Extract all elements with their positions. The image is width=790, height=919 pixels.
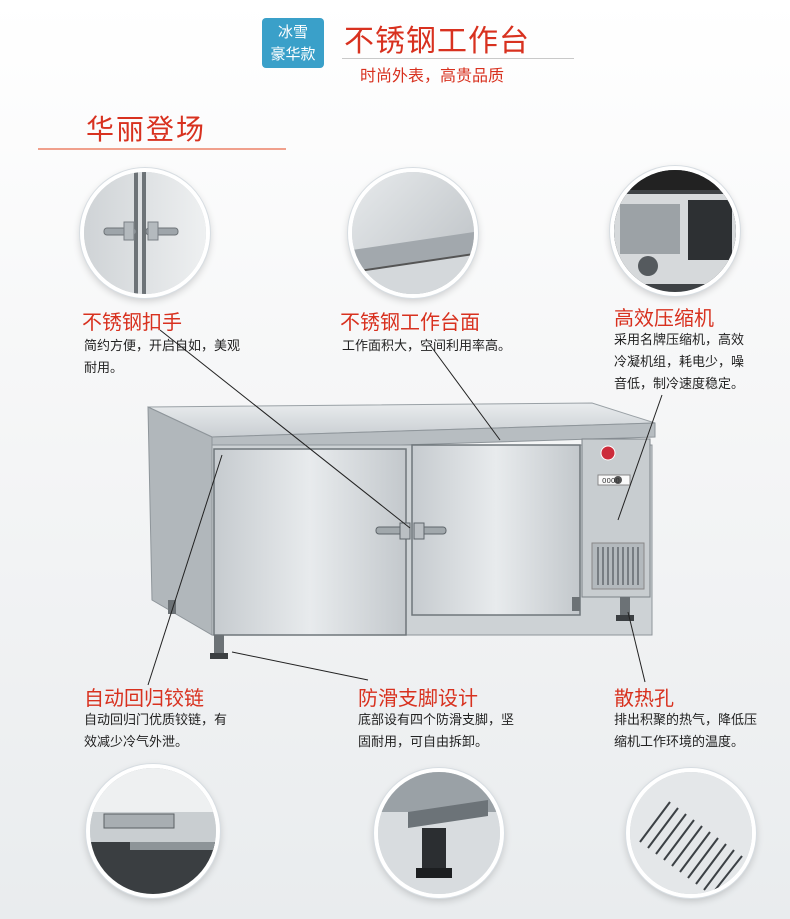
section-divider <box>38 148 286 150</box>
handle-desc-line: 简约方便，开启自如，美观 <box>84 339 241 354</box>
worktop-title: 不锈钢工作台面 <box>340 310 480 334</box>
vent-desc-line: 缩机工作环境的温度。 <box>614 735 745 750</box>
badge-line-2: 豪华款 <box>270 45 316 63</box>
compressor-title: 高效压缩机 <box>614 306 714 330</box>
handle-title: 不锈钢扣手 <box>82 310 182 334</box>
edition-badge: 冰雪 豪华款 <box>262 18 324 68</box>
vent-title: 散热孔 <box>614 686 674 710</box>
worktop-desc-line: 工作面积大，空间利用率高。 <box>342 339 512 354</box>
vent-description: 排出积聚的热气，降低压 缩机工作环境的温度。 <box>614 710 757 754</box>
section-title: 华丽登场 <box>86 113 207 146</box>
handle-description: 简约方便，开启自如，美观 耐用。 <box>84 336 240 380</box>
worktable-illustration <box>147 402 656 659</box>
handle-detail-photo <box>80 168 210 298</box>
hinge-title: 自动回归铰链 <box>84 686 204 710</box>
compressor-desc-line: 音低，制冷速度稳定。 <box>614 377 745 392</box>
feet-description: 底部设有四个防滑支脚，坚 固耐用，可自由拆卸。 <box>358 710 514 754</box>
page-subtitle: 时尚外表，高贵品质 <box>360 66 505 85</box>
hinge-desc-line: 效减少冷气外泄。 <box>84 735 189 750</box>
compressor-description: 采用名牌压缩机，高效 冷凝机组，耗电少，噪 音低，制冷速度稳定。 <box>614 330 744 396</box>
compressor-desc-line: 冷凝机组，耗电少，噪 <box>614 355 745 370</box>
control-panel-label: 0000 <box>602 477 620 485</box>
compressor-detail-photo <box>610 166 740 296</box>
worktop-description: 工作面积大，空间利用率高。 <box>342 336 511 358</box>
title-divider <box>342 58 574 59</box>
feet-detail-photo <box>374 768 504 898</box>
hinge-detail-photo <box>86 764 220 898</box>
feet-desc-line: 固耐用，可自由拆卸。 <box>358 735 489 750</box>
page-title: 不锈钢工作台 <box>344 24 530 59</box>
badge-line-1: 冰雪 <box>277 23 308 41</box>
hinge-description: 自动回归门优质铰链，有 效减少冷气外泄。 <box>84 710 227 754</box>
feet-title: 防滑支脚设计 <box>358 686 478 710</box>
compressor-desc-line: 采用名牌压缩机，高效 <box>614 333 745 348</box>
worktop-detail-photo <box>348 168 478 298</box>
feet-desc-line: 底部设有四个防滑支脚，坚 <box>358 713 515 728</box>
hinge-desc-line: 自动回归门优质铰链，有 <box>84 713 228 728</box>
handle-desc-line: 耐用。 <box>84 361 124 376</box>
vent-detail-photo <box>626 768 756 898</box>
vent-desc-line: 排出积聚的热气，降低压 <box>614 713 758 728</box>
